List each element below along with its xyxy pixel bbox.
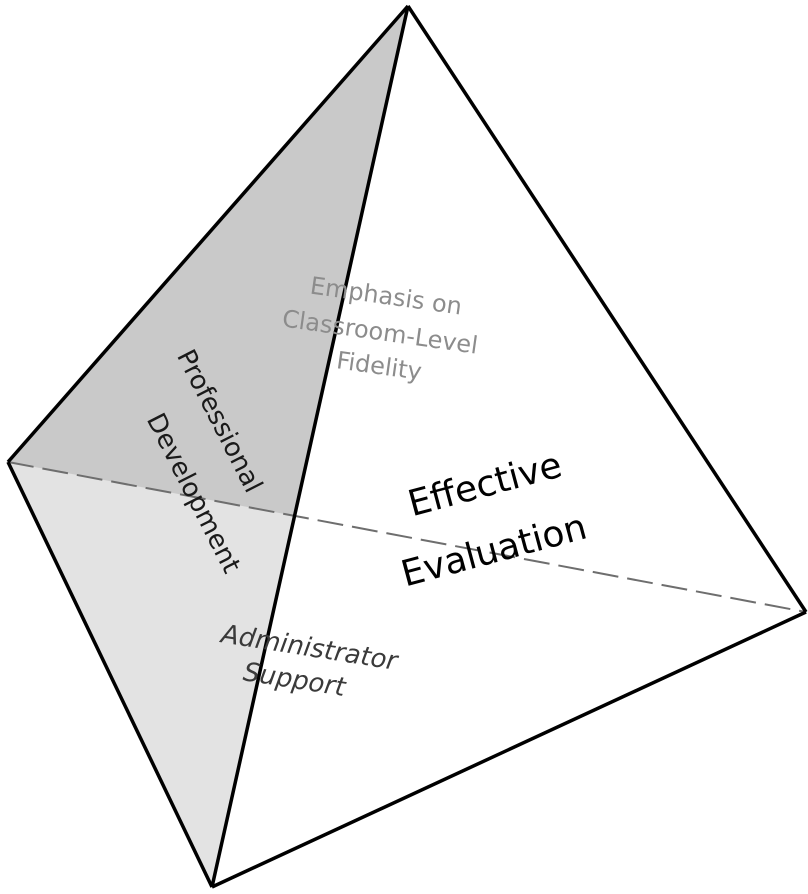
hidden-edge <box>7 461 807 613</box>
edge-apex-bottom <box>210 5 410 888</box>
edge-right-bottom <box>211 610 807 889</box>
tetrahedron-edges <box>6 4 808 889</box>
edge-left-bottom <box>6 461 214 888</box>
edge-apex-left <box>6 4 410 464</box>
edge-apex-right <box>406 5 808 613</box>
